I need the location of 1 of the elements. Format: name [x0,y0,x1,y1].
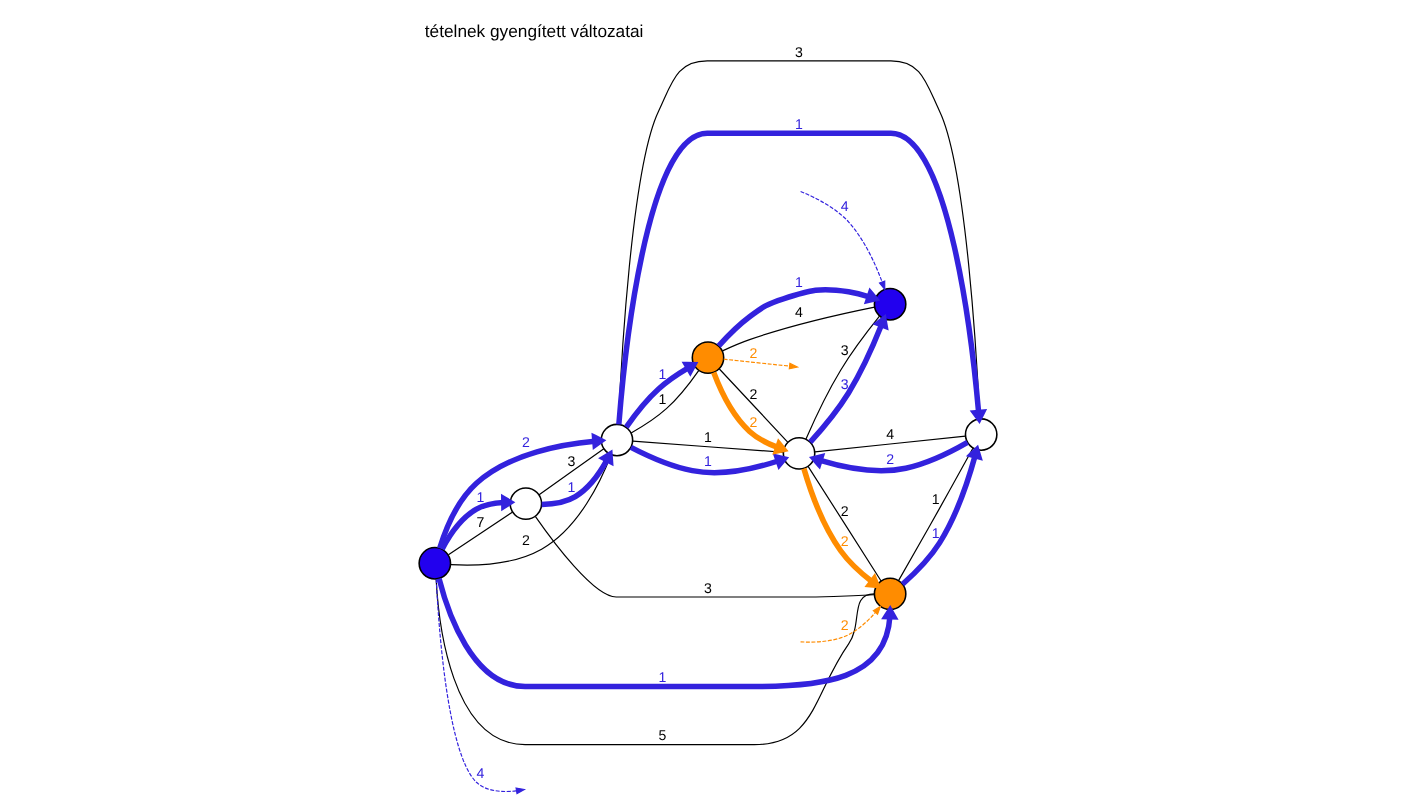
diagram-title: tételnek gyengített változatai [424,21,644,42]
